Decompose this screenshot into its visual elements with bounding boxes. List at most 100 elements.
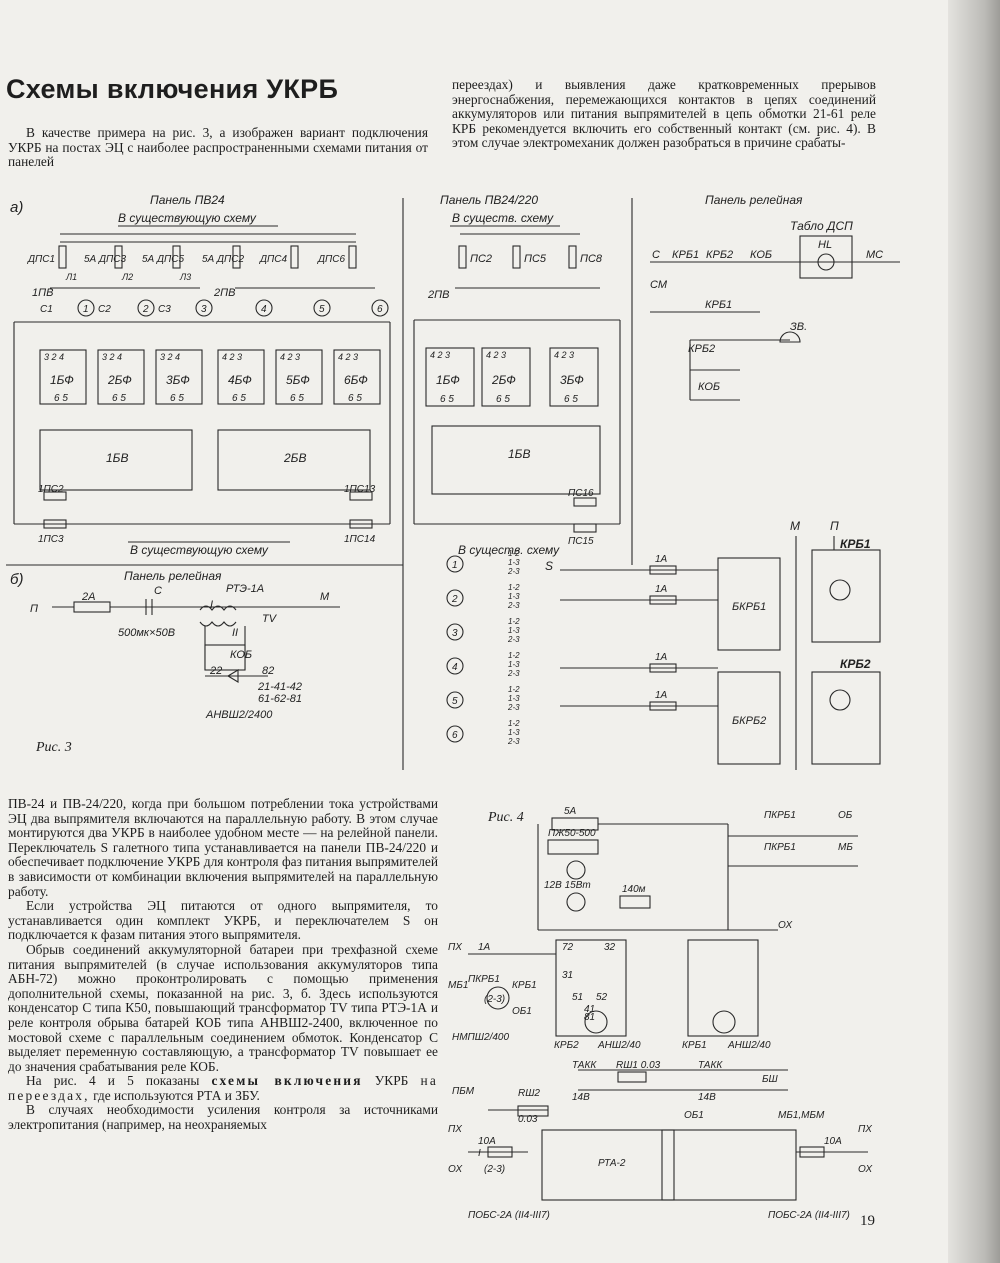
part-b-label: М [320, 591, 330, 603]
fig3-big-block-2: 2БВ [283, 451, 307, 465]
block-pins: 6 5 [496, 394, 510, 405]
fig3-label-a: а) [10, 199, 23, 216]
fig4-label: 32 [604, 942, 616, 953]
phase-block-label: 4БФ [228, 373, 252, 387]
fig4-label: ПБМ [452, 1086, 475, 1097]
body-paragraph-2: Если устройства ЭЦ питаются от одного вы… [8, 898, 438, 943]
switch-position: 1-2 [508, 719, 520, 728]
p4-part-a: На рис. 4 и 5 показаны [26, 1073, 200, 1089]
fig4-label: КРБ2 [554, 1040, 579, 1051]
fig3-relay-pc15: ПС15 [568, 536, 594, 547]
fuse [348, 245, 357, 269]
fig3-caption: Рис. 3 [36, 740, 72, 755]
switch-position: 1-2 [508, 583, 520, 592]
fuse-label: ПС2 [470, 253, 492, 265]
fig4-label: 5А [564, 806, 577, 817]
block-pins: 6 5 [112, 393, 126, 404]
fig4-label: АНШ2/40 [727, 1040, 771, 1051]
relay-contact-label: СМ [650, 279, 668, 291]
part-b-label: 21-41-42 [257, 681, 302, 693]
lamp-label: Л3 [179, 272, 191, 282]
relay-contact-label: КОБ [698, 381, 720, 393]
fig4-label: ОХ [778, 920, 792, 931]
part-b-label: 500мк×50В [118, 627, 175, 639]
fig4-label: ОБ [838, 810, 853, 821]
fig4-label: ПХ [448, 1124, 462, 1135]
relay-contact-label: HL [818, 239, 832, 251]
block-pins: 4 2 3 [430, 350, 450, 360]
terminal-number: 3 [201, 304, 207, 315]
terminal-circle [255, 299, 273, 317]
body-paragraph-5: В случаях необходимости усиления контрол… [8, 1102, 438, 1133]
fig3-panel-relay-top: Панель релейная [705, 193, 803, 207]
fig3-relay-pc16: ПС16 [568, 488, 594, 499]
fuse-label: ПС5 [524, 253, 547, 265]
body-paragraph-1: ПВ-24 и ПВ-24/220, когда при большом пот… [8, 796, 438, 899]
intro-text: В качестве примера на рис. 3, а изображе… [8, 125, 428, 170]
fig3-bkrb2: БКРБ2 [732, 715, 766, 727]
part-b-label: 22 [209, 665, 222, 677]
switch-terminal [446, 725, 464, 743]
fig3-fuse-1a-2: 1А [655, 584, 668, 595]
fig4-label: 140м [622, 884, 646, 895]
fig4-label: 14В [572, 1092, 590, 1103]
switch-position: 1-2 [508, 549, 520, 558]
phase-block-label: 6БФ [344, 373, 368, 387]
fig3-relay-1pc14: 1ПС14 [344, 534, 376, 545]
fig3-panel-relay-b: Панель релейная [124, 569, 222, 583]
fig4-label: ПХ [858, 1124, 872, 1135]
switch-position: 1-2 [508, 651, 520, 660]
fig4-label: 81 [584, 1012, 595, 1023]
phase-block [155, 349, 203, 405]
part-b-label: 82 [262, 665, 274, 677]
fig3-panel-pv24-220: Панель ПВ24/220 [440, 193, 538, 207]
fig4-label: АНШ2/40 [597, 1040, 641, 1051]
fuse [290, 245, 299, 269]
fig3-fuse-1a-4: 1А [655, 690, 668, 701]
fig3-to-scheme-bottom: В существующую схему [130, 543, 269, 557]
phase-block-label: 3БФ [560, 373, 584, 387]
fig3-p-label: П [830, 519, 839, 533]
phase-block-label: 3БФ [166, 373, 190, 387]
fig4-label: 41 [584, 1004, 595, 1015]
terminal-number: 6 [377, 304, 383, 315]
switch-position: 2-3 [507, 737, 520, 746]
part-b-label: 61-62-81 [258, 693, 302, 705]
fig4-label: 14В [698, 1092, 716, 1103]
fig4-label: ПКРБ1 [468, 974, 500, 985]
fig3-relay-1pc2: 1ПС2 [38, 484, 64, 495]
block-pins: 6 5 [564, 394, 578, 405]
fig3-to-scheme-top: В существующую схему [118, 211, 257, 225]
fig4-label: I [478, 1148, 481, 1159]
p4-part-e: где используются РТА и ЗБУ. [93, 1087, 260, 1103]
fig3-m-label: М [790, 519, 800, 533]
part-b-label: I [210, 599, 213, 611]
fig4-label: ТАКК [698, 1060, 723, 1071]
fig4-label: ПОБС-2А (II4-III7) [468, 1210, 550, 1220]
switch-position: 2-3 [507, 635, 520, 644]
p4-part-c: УКРБ [374, 1073, 409, 1089]
fig4-caption: Рис. 4 [488, 810, 524, 825]
figure-3-schematic: а) Панель ПВ24 В существующую схему ДПС1… [6, 193, 900, 770]
phase-block [217, 349, 265, 405]
p4-part-d: на переездах, [8, 1073, 438, 1103]
fig4-label: РТА-2 [598, 1158, 626, 1169]
fig4-label: КРБ1 [512, 980, 537, 991]
block-pins: 6 5 [54, 393, 68, 404]
fig3-big-block-1: 1БВ [106, 451, 129, 465]
fig4-label: ТАКК [572, 1060, 597, 1071]
switch-position: 1-3 [508, 558, 520, 567]
phase-block [97, 349, 145, 405]
fig3-krb2: КРБ2 [840, 657, 871, 671]
terminal-circle [137, 299, 155, 317]
switch-terminal-number: 2 [451, 594, 458, 605]
fig3-fuse-1a-3: 1А [655, 652, 668, 663]
phase-block-label: 1БФ [436, 373, 460, 387]
part-b-label: КОБ [230, 649, 252, 661]
fuse [458, 245, 467, 269]
phase-block [425, 347, 475, 407]
fuse [114, 245, 123, 269]
switch-position: 1-2 [508, 617, 520, 626]
capacitor-label: С3 [158, 304, 171, 315]
fig4-label: БШ [762, 1074, 779, 1085]
